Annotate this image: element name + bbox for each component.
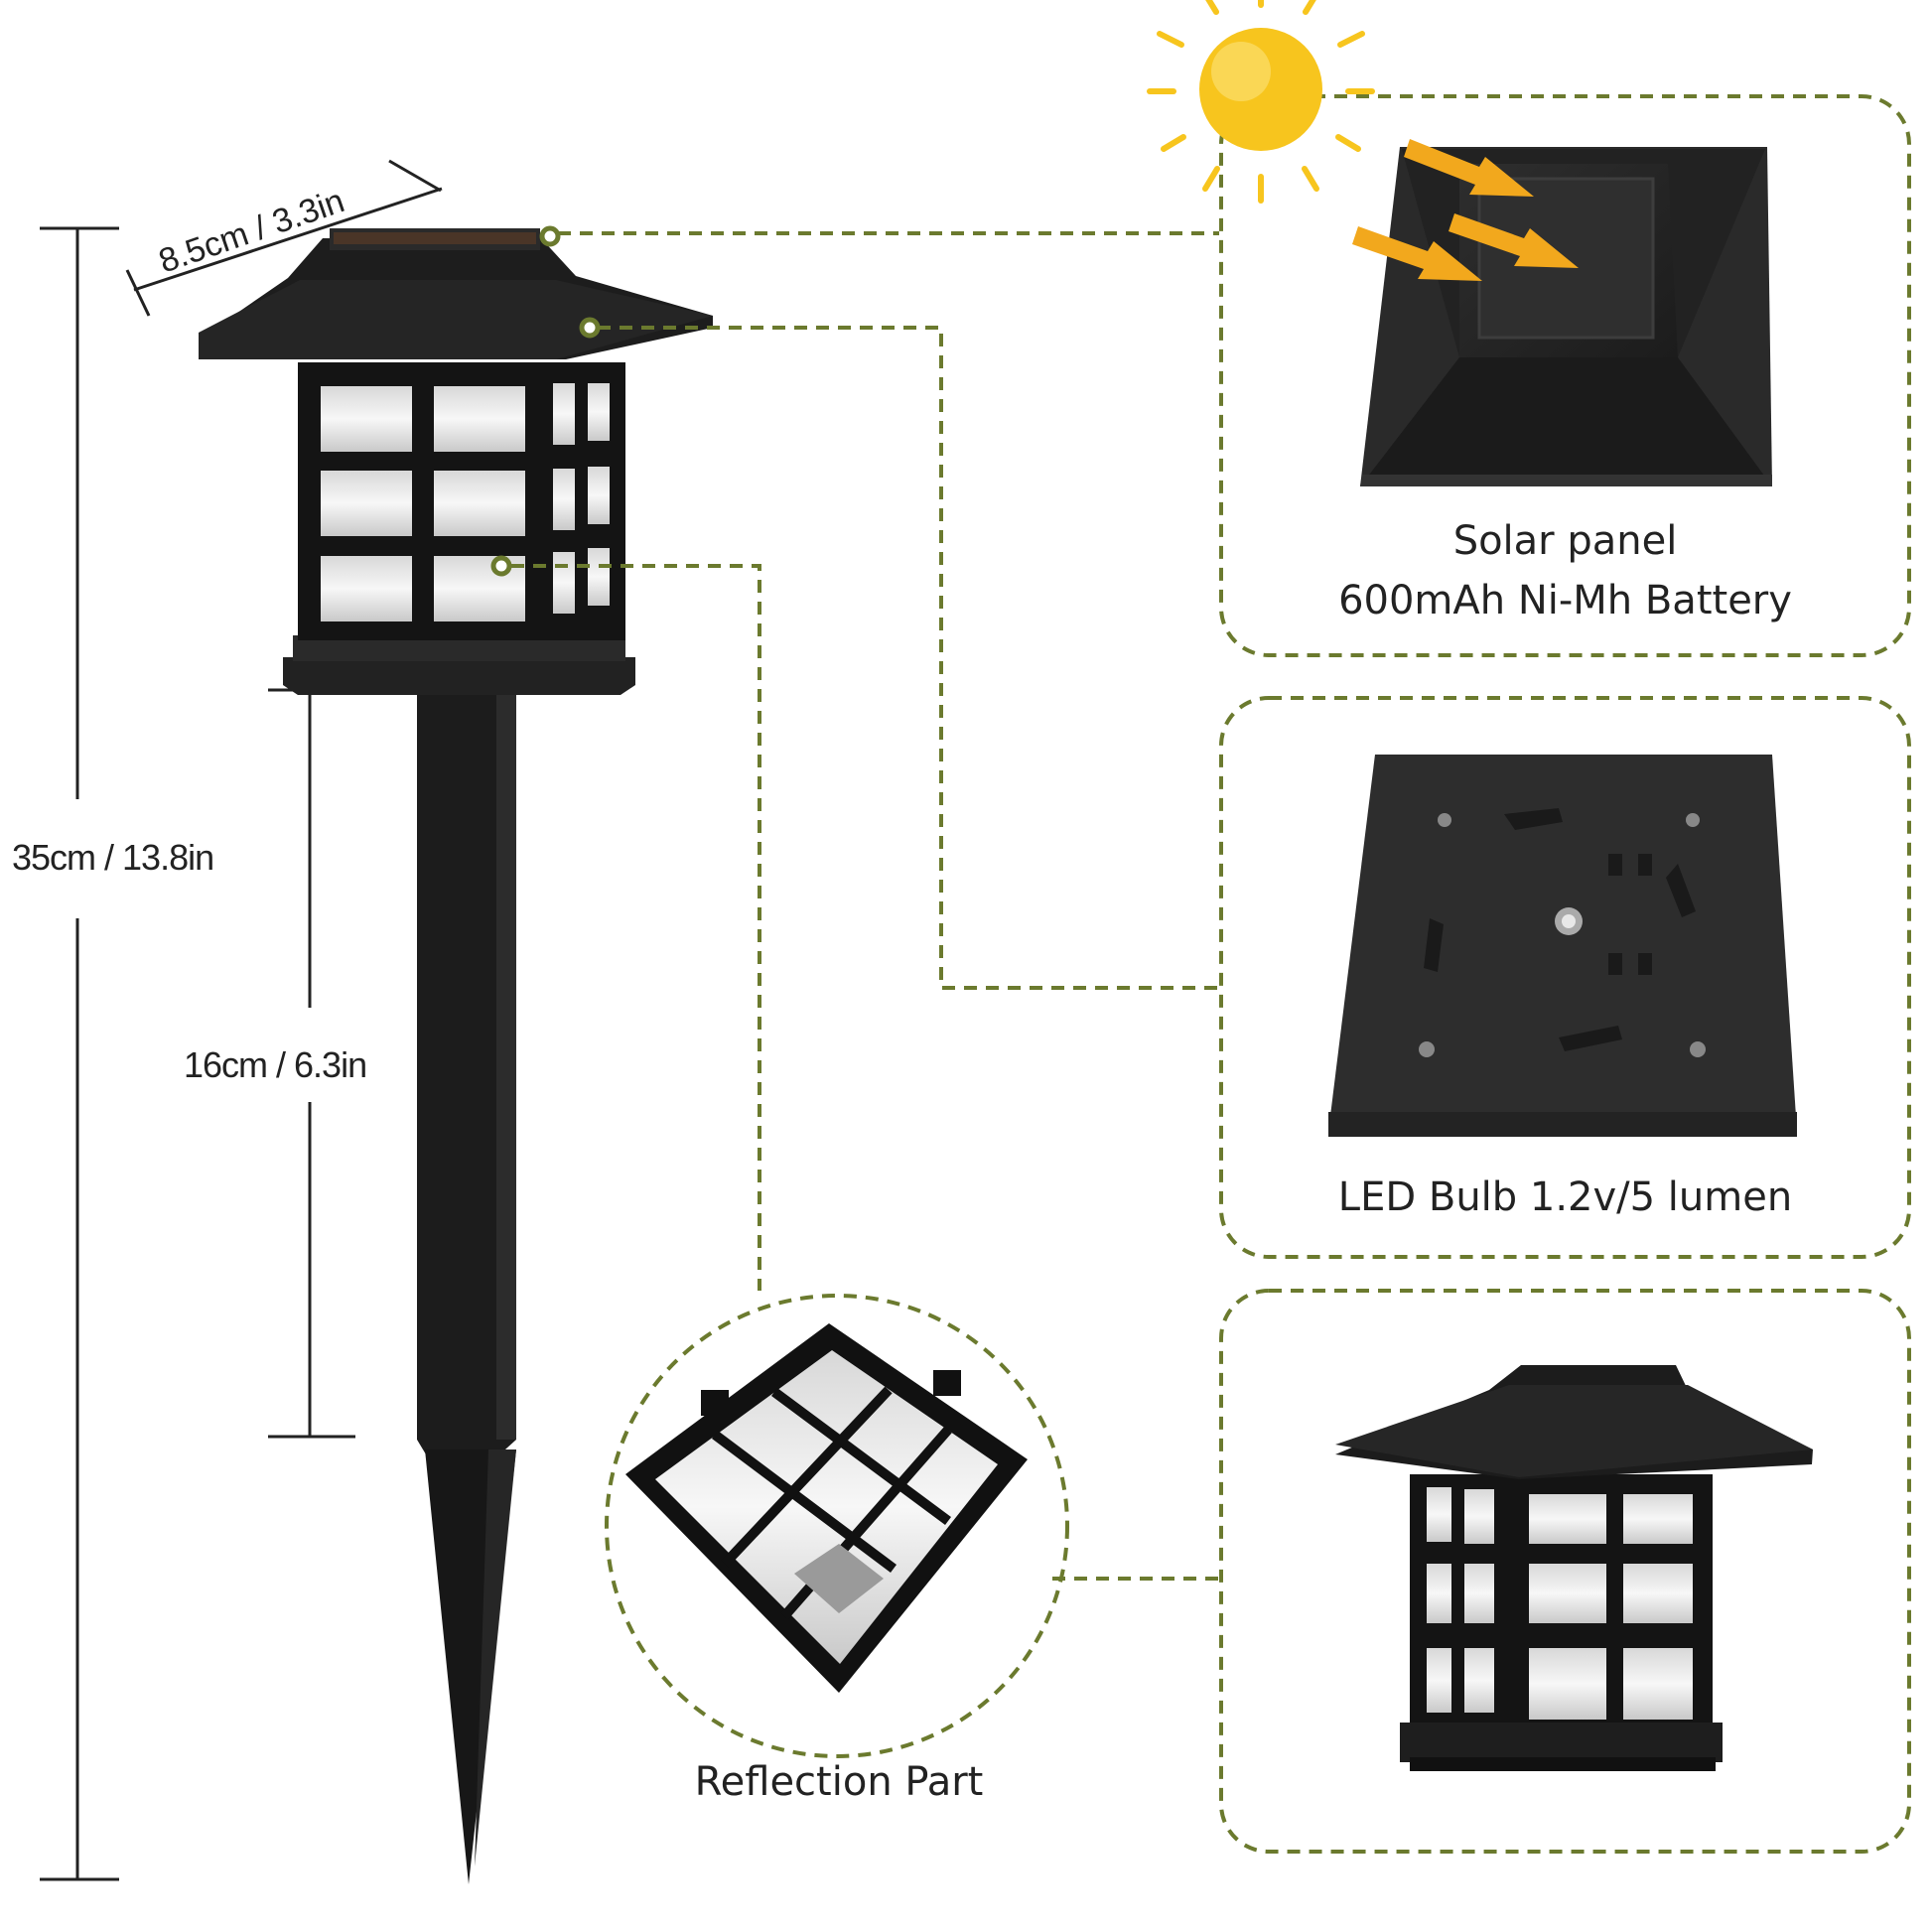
solar-caption-line2: 600mAh Ni-Mh Battery <box>1338 578 1792 623</box>
reflection-caption: Reflection Part <box>694 1759 984 1805</box>
lamp-callout-box <box>1219 1289 1911 1854</box>
solar-panel-image <box>1360 147 1772 486</box>
reflection-part-image <box>617 1306 1057 1746</box>
main-lamp <box>199 225 713 1884</box>
solar-callout-box <box>1219 94 1911 657</box>
lantern-head-image <box>1335 1365 1813 1771</box>
sun-icon <box>1147 0 1375 204</box>
reflection-callout-circle <box>605 1294 1069 1758</box>
sunlight-arrow-icon <box>1352 139 1579 281</box>
solar-caption-line1: Solar panel <box>1452 518 1678 564</box>
stake-height-label: 16cm / 6.3in <box>184 1044 367 1085</box>
dimension-lines <box>40 159 443 1881</box>
solar-caption: Solar panel 600mAh Ni-Mh Battery <box>1221 511 1909 630</box>
led-bulb-image <box>1328 755 1797 1137</box>
callout-boxes <box>605 94 1911 1854</box>
connector-lines <box>511 231 1219 1581</box>
led-caption: LED Bulb 1.2v/5 lumen <box>1337 1174 1793 1220</box>
total-height-label: 35cm / 13.8in <box>12 837 214 878</box>
led-callout-box <box>1219 696 1911 1259</box>
